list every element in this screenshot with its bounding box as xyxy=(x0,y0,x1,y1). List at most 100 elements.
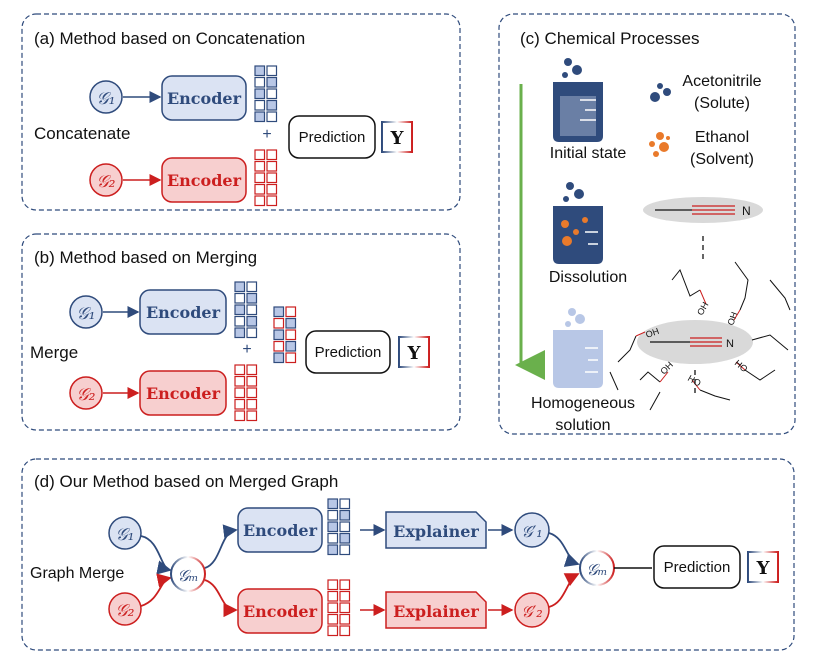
hydroxyl-label: OH xyxy=(725,311,739,327)
prediction-label: Prediction xyxy=(299,129,366,146)
embedding-cell xyxy=(327,544,339,556)
graph-g1-label: 𝒢₁ xyxy=(116,525,135,545)
beaker-dissolution-icon xyxy=(553,182,603,264)
embedding-cell xyxy=(266,76,278,88)
graph-g2-label: 𝒢₂ xyxy=(116,601,135,621)
encoder-2-label: Encoder xyxy=(146,384,221,403)
homogeneous-label: Homogeneous xyxy=(531,395,635,412)
graph-g1-label: 𝒢₁ xyxy=(97,89,116,109)
embedding-cell xyxy=(246,292,258,304)
embedding-grid-merged xyxy=(273,306,297,364)
embedding-cell xyxy=(246,304,258,316)
graph-g2-label: 𝒢₂ xyxy=(97,172,116,192)
output-y-label: Y xyxy=(756,558,771,579)
merge-label: Merge xyxy=(30,343,78,362)
embedding-cell xyxy=(246,327,258,339)
graph-g2-node xyxy=(108,592,142,626)
embedding-cell xyxy=(285,329,297,341)
embedding-cell xyxy=(327,579,339,591)
embedding-cell xyxy=(234,292,246,304)
embedding-cell xyxy=(273,352,285,364)
embedding-cell xyxy=(266,65,278,77)
embedding-cell xyxy=(273,306,285,318)
embedding-cell xyxy=(339,602,351,614)
prediction-label: Prediction xyxy=(664,559,731,576)
embedding-cell xyxy=(254,160,266,172)
solution-label: solution xyxy=(555,417,610,434)
embedding-cell xyxy=(254,65,266,77)
embedding-cell xyxy=(254,183,266,195)
panel-b-title: (b) Method based on Merging xyxy=(34,248,257,267)
embedding-cell xyxy=(339,544,351,556)
nitrogen-symbol: N xyxy=(742,204,751,218)
embedding-cell xyxy=(339,613,351,625)
embedding-cell xyxy=(234,315,246,327)
panel-d: (d) Our Method based on Merged Graph 𝒢₁ … xyxy=(21,458,795,651)
merged-graph-node xyxy=(170,556,206,592)
encoder-1-label: Encoder xyxy=(146,303,221,322)
output-y-box xyxy=(381,121,413,153)
embedding-cell xyxy=(234,375,246,387)
encoder-2-box xyxy=(237,588,323,634)
panel-b: (b) Method based on Merging 𝒢₁ Encoder +… xyxy=(21,233,461,431)
explainer-1-box xyxy=(385,511,487,549)
graph-merge-label: Graph Merge xyxy=(30,565,124,582)
dissolution-label: Dissolution xyxy=(549,269,627,286)
prediction-label: Prediction xyxy=(315,344,382,361)
hydroxyl-label: OH xyxy=(644,326,660,340)
embedding-cell xyxy=(327,532,339,544)
solute-role: (Solute) xyxy=(694,95,750,112)
solute-dots-icon xyxy=(650,83,671,102)
embedding-cell xyxy=(273,329,285,341)
embedding-cell xyxy=(285,317,297,329)
encoder-2-box xyxy=(161,157,247,203)
explained-graph-2-label: 𝒢′₂ xyxy=(521,602,542,621)
embedding-cell xyxy=(266,183,278,195)
explained-graph-2-node xyxy=(514,592,550,628)
embedding-cell xyxy=(266,160,278,172)
graph-g1-label: 𝒢₁ xyxy=(77,304,96,324)
embedding-cell xyxy=(327,590,339,602)
explained-graph-1-node xyxy=(514,512,550,548)
encoder-2-label: Encoder xyxy=(167,171,242,190)
embedding-cell xyxy=(246,410,258,422)
embedding-cell xyxy=(234,387,246,399)
embedding-cell xyxy=(246,398,258,410)
embedding-cell xyxy=(254,99,266,111)
explainer-2-box xyxy=(385,591,487,629)
embedding-cell xyxy=(327,509,339,521)
embedding-cell xyxy=(327,613,339,625)
nitrogen-symbol: N xyxy=(726,338,734,350)
plus-sign: + xyxy=(262,126,271,143)
embedding-cell xyxy=(234,364,246,376)
embedding-cell xyxy=(273,317,285,329)
embedding-grid-red xyxy=(234,364,258,422)
embedding-cell xyxy=(339,532,351,544)
embedding-cell xyxy=(339,521,351,533)
graph-g1-node xyxy=(69,295,103,329)
panel-a-title: (a) Method based on Concatenation xyxy=(34,29,305,48)
embedding-cell xyxy=(266,99,278,111)
embedding-cell xyxy=(234,304,246,316)
embedding-cell xyxy=(327,498,339,510)
hydroxyl-label: OH xyxy=(658,360,675,377)
encoder-2-label: Encoder xyxy=(243,602,318,621)
embedding-grid-red xyxy=(327,579,351,637)
graph-g2-node xyxy=(89,163,123,197)
embedding-cell xyxy=(327,602,339,614)
embedding-cell xyxy=(246,387,258,399)
embedding-cell xyxy=(339,579,351,591)
encoder-1-box xyxy=(161,75,247,121)
graph-g2-node xyxy=(69,376,103,410)
output-y-box xyxy=(747,551,779,583)
encoder-1-box xyxy=(139,289,227,335)
embedding-grid-blue xyxy=(327,498,351,556)
initial-state-label: Initial state xyxy=(550,145,627,162)
embedding-grid-blue xyxy=(254,65,278,123)
embedding-grid-blue xyxy=(234,281,258,339)
embedding-cell xyxy=(234,281,246,293)
embedding-cell xyxy=(254,195,266,207)
solvent-name: Ethanol xyxy=(695,129,749,146)
embedding-grid-red xyxy=(254,149,278,207)
graph-g2-label: 𝒢₂ xyxy=(77,385,96,405)
